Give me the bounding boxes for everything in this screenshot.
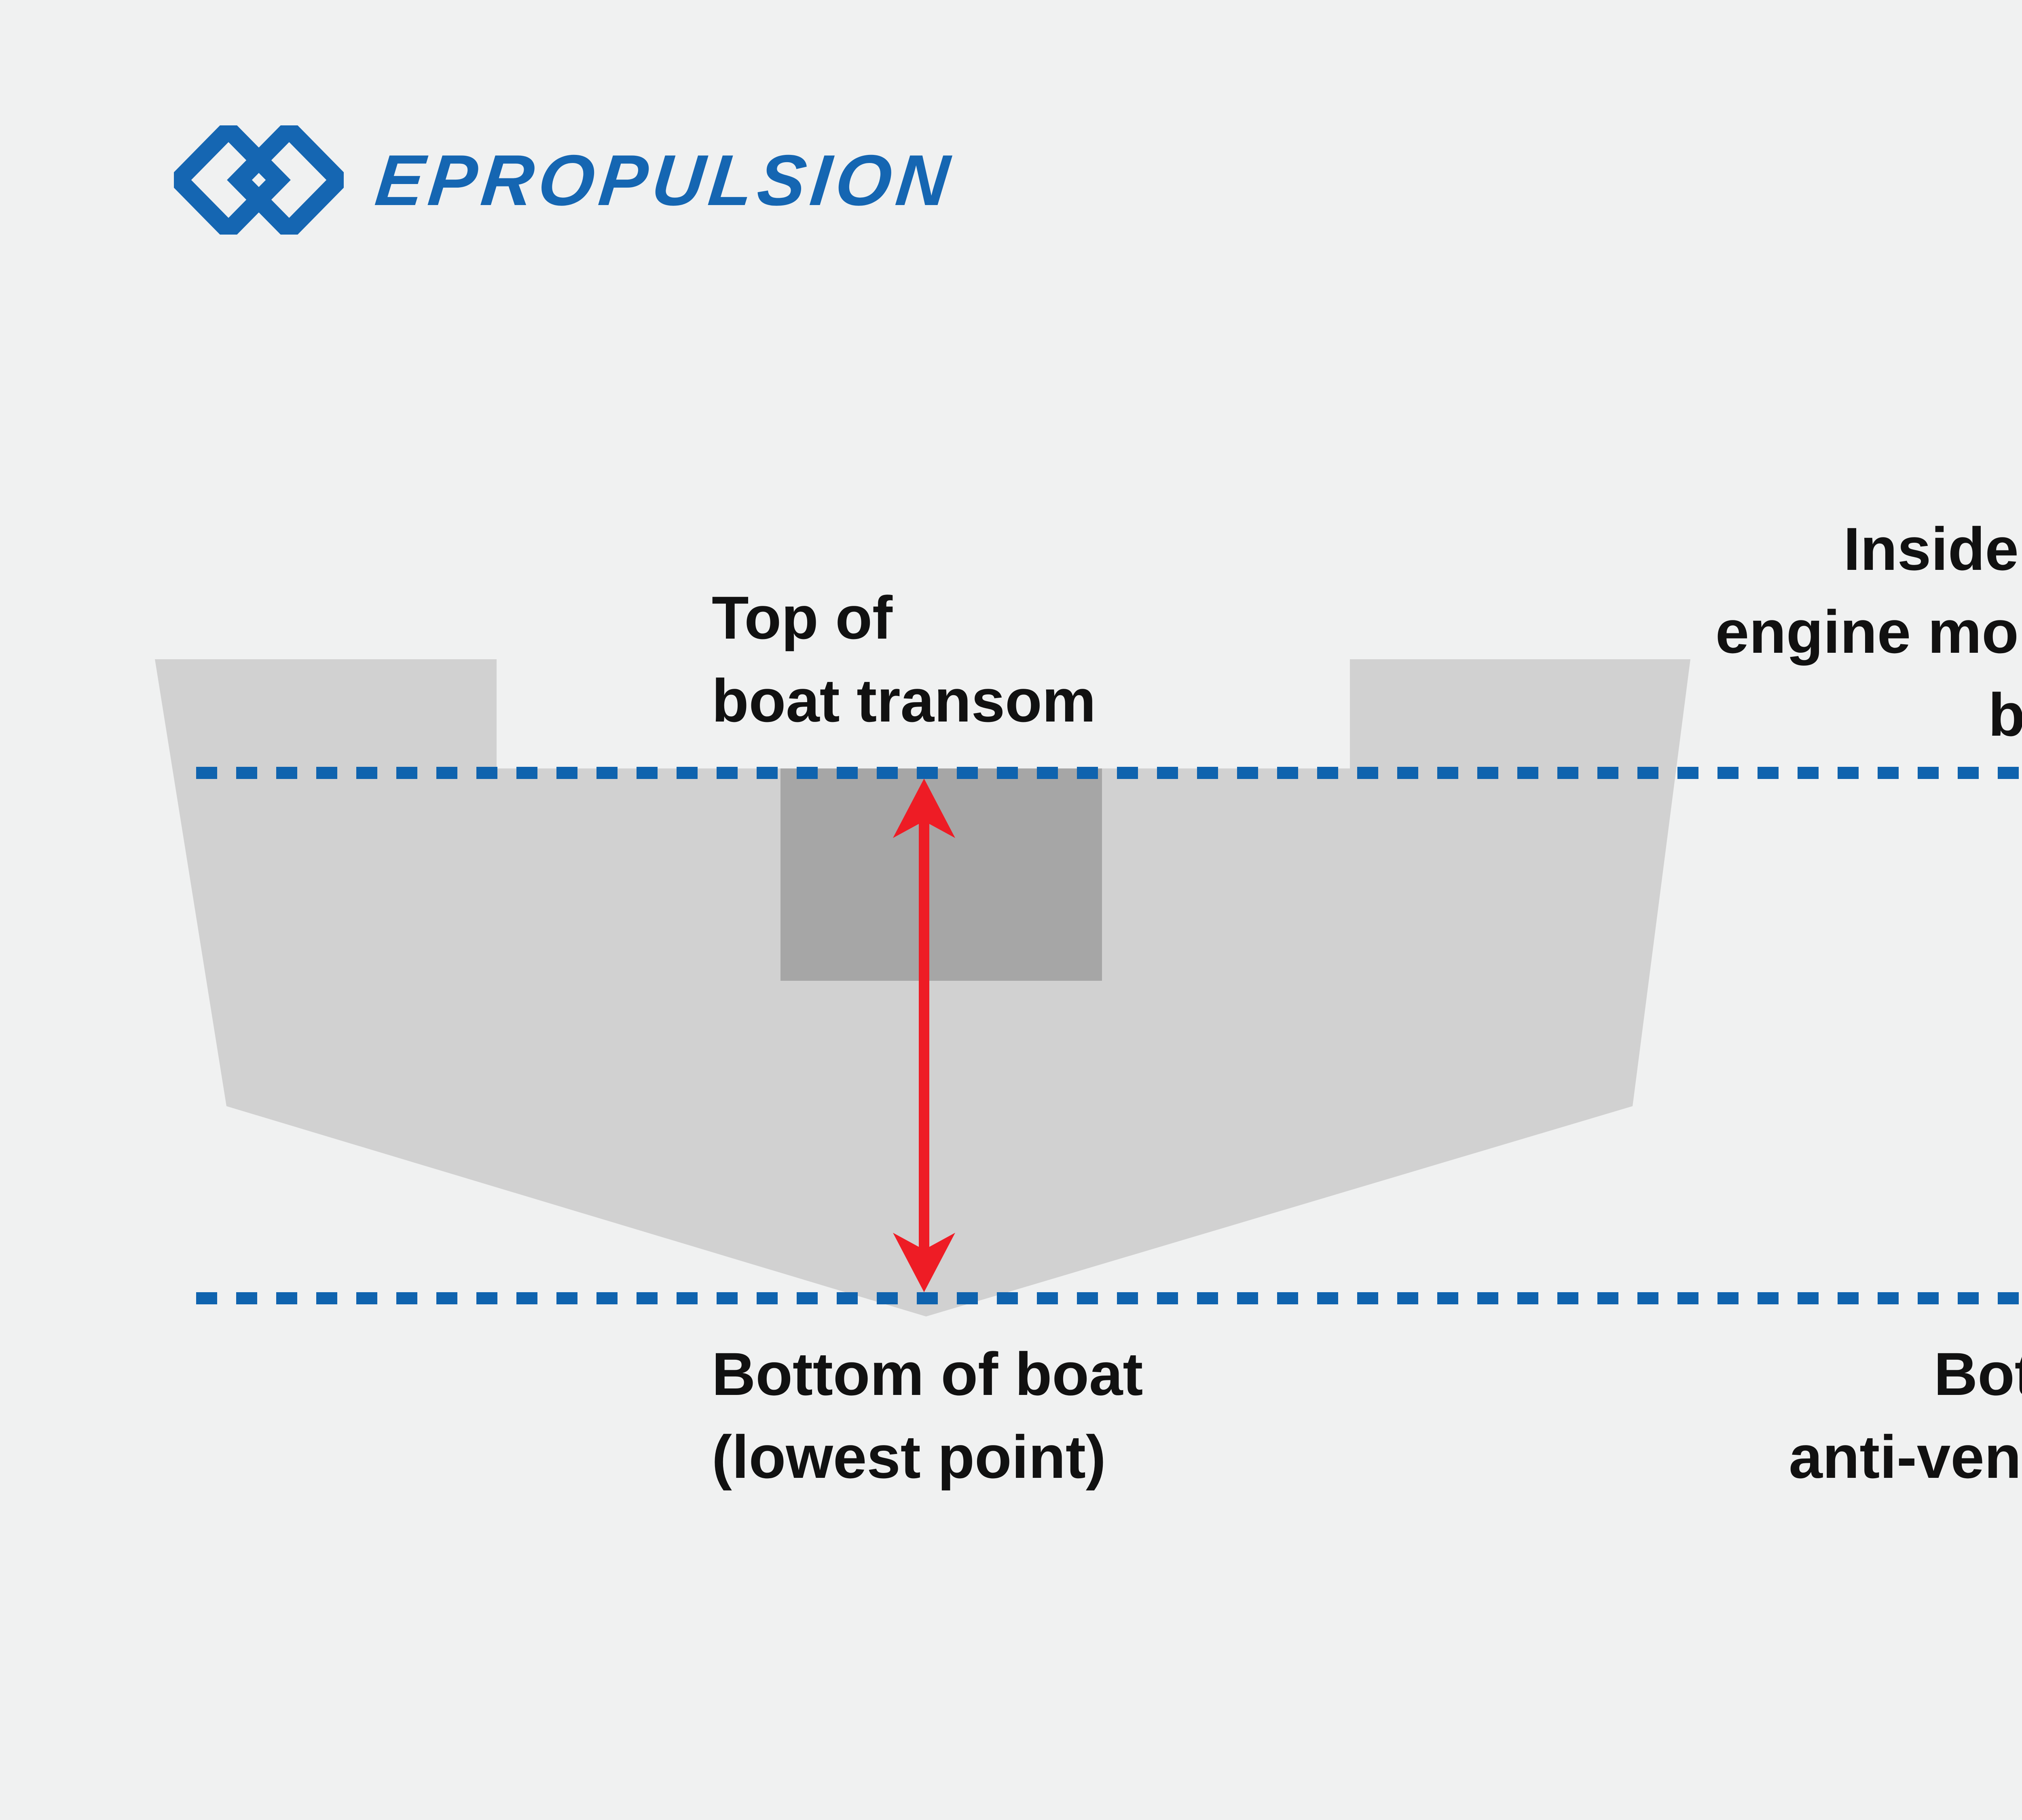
double-diamond-icon [174,125,344,235]
label-inside-top-of-engine-mounting-bracket: Inside top of engine mounting bracket [1537,508,2022,756]
label-line: boat transom [712,667,1096,734]
brand-logo-text: EPROPULSION [372,140,958,220]
label-line: (lowest point) [712,1423,1106,1491]
label-line: Top of [712,584,893,652]
transom-shape [780,768,1102,981]
label-line: Bottom of boat [712,1340,1143,1408]
label-bottom-of-anti-ventilation-plate: Bottom of anti-ventilation plate [1577,1333,2022,1581]
label-line: plate [1577,1498,2022,1581]
label-line: Bottom of [1933,1340,2022,1408]
arrowhead-down-icon [893,1233,955,1292]
boat-height-arrow [893,779,955,1292]
label-line: anti-ventilation [1789,1423,2022,1491]
arrow-shaft [919,817,929,1252]
label-bottom-of-boat-lowest-point: Bottom of boat (lowest point) [712,1333,1143,1498]
arrowhead-up-icon [893,779,955,838]
label-line: engine mounting [1715,598,2022,666]
label-line: Inside top of [1843,515,2022,583]
label-line: bracket [1988,681,2022,749]
label-top-of-boat-transom: Top of boat transom [712,576,1096,742]
brand-logo: EPROPULSION [174,125,958,235]
